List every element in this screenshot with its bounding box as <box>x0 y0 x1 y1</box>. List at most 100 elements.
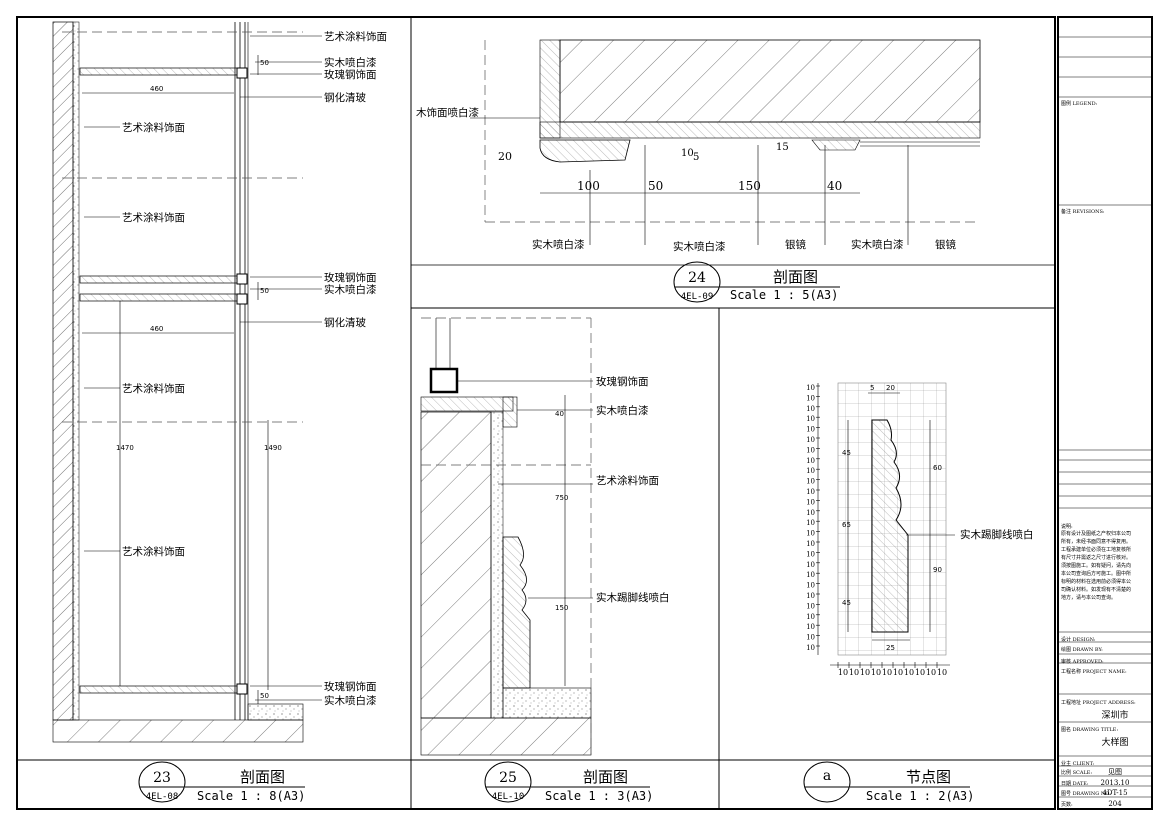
v24-bottom-label-4: 实木喷白漆 <box>851 238 904 251</box>
v23-label-3: 玫瑰钢饰面 <box>324 68 377 81</box>
v23-inner-label-1: 艺术涂料饰面 <box>122 121 185 134</box>
va-inner-dim-1: 45 <box>842 449 851 457</box>
va-left-dim: 10 <box>806 394 815 402</box>
va-left-dim: 10 <box>806 478 815 486</box>
title-block-value: 4DT-15 <box>1102 789 1127 797</box>
v23-dim-1: 50 <box>260 59 269 67</box>
v23-inner-label-2: 艺术涂料饰面 <box>122 211 185 224</box>
va-left-dim: 10 <box>806 592 815 600</box>
view-23 <box>52 21 322 743</box>
v23-inner-label-3: 艺术涂料饰面 <box>122 382 185 395</box>
v25-dim-1: 40 <box>555 410 564 418</box>
v23-label-5: 玫瑰钢饰面 <box>324 271 377 284</box>
title-24-name: 剖面图 <box>773 268 818 286</box>
view-24 <box>470 39 981 245</box>
va-bottom-dim: 10 <box>871 668 881 677</box>
v24-dim-3: 150 <box>738 179 761 193</box>
va-bottom-dim: 10 <box>860 668 870 677</box>
v24-bottom-label-1: 实木喷白漆 <box>532 238 585 251</box>
va-left-dim: 10 <box>806 540 815 548</box>
title-23-ref: 4EL-08 <box>146 792 179 802</box>
title-a-num: a <box>823 768 831 784</box>
v24-bottom-label-5: 银镜 <box>935 238 956 251</box>
title-block-value: 大样图 <box>1101 736 1128 748</box>
v24-bottom-label-3: 银镜 <box>785 238 806 251</box>
v25-label-3: 艺术涂料饰面 <box>596 474 659 487</box>
title-block-label: 业主 CLIENT: <box>1061 760 1095 767</box>
title-block-label: 设计 DESIGN: <box>1061 636 1096 643</box>
title-block-value: 深圳市 <box>1101 709 1128 721</box>
v23-label-8: 玫瑰钢饰面 <box>324 680 377 693</box>
title-block-note-line: 有尺寸并需返之尺寸进行核对。 <box>1061 554 1131 561</box>
title-a-name: 节点图 <box>906 768 951 786</box>
title-block-note-line: 原有设计及图纸之产权归本公司 <box>1061 530 1131 537</box>
va-label: 实木踢脚线喷白 <box>960 528 1034 541</box>
va-left-dim: 10 <box>806 561 815 569</box>
va-left-dim: 10 <box>806 436 815 444</box>
va-left-dim: 10 <box>806 457 815 465</box>
title-block-label: 图名 DRAWING TITLE: <box>1061 726 1118 733</box>
title-25-scale: Scale 1 : 3(A3) <box>545 789 653 803</box>
v23-label-7: 钢化清玻 <box>324 316 366 329</box>
v23-dim-7: 50 <box>260 692 269 700</box>
title-block-label: 说明: <box>1061 523 1073 530</box>
v24-dim-8: 15 <box>776 142 789 153</box>
title-block-label: 比例 SCALE: <box>1061 769 1092 776</box>
va-left-dim: 10 <box>806 488 815 496</box>
v23-dim-2: 460 <box>150 85 163 93</box>
v24-dim-5: 20 <box>498 150 512 163</box>
v23-label-4: 钢化清玻 <box>324 91 366 104</box>
va-inner-dim-2: 65 <box>842 521 851 529</box>
title-block-note-line: 须按图施工。如有疑问，请先向 <box>1061 562 1131 569</box>
title-24-num: 24 <box>688 270 706 286</box>
title-block-label: 审核 APPROVED: <box>1061 658 1104 665</box>
v24-dim-1: 100 <box>577 179 600 193</box>
va-left-dim: 10 <box>806 498 815 506</box>
va-bottom-dim: 10 <box>904 668 914 677</box>
v23-inner-label-4: 艺术涂料饰面 <box>122 545 185 558</box>
v25-label-1: 玫瑰钢饰面 <box>596 375 649 388</box>
va-left-dim: 10 <box>806 509 815 517</box>
view-25 <box>420 317 593 756</box>
title-24-ref: 4EL-09 <box>681 292 714 302</box>
v23-label-2: 实木喷白漆 <box>324 56 377 69</box>
v24-dim-6: 10 <box>681 148 694 159</box>
title-23-num: 23 <box>153 770 171 786</box>
title-24: 24 4EL-09 剖面图 Scale 1 : 5(A3) <box>673 261 840 303</box>
title-block-value: 见图 <box>1108 768 1122 776</box>
v23-label-9: 实木喷白漆 <box>324 694 377 707</box>
title-block-note-line: 司确认材料。如发现有不清楚的 <box>1061 586 1131 593</box>
view-a <box>817 382 955 666</box>
va-left-dim: 10 <box>806 613 815 621</box>
va-inner-dim-6: 25 <box>886 644 895 652</box>
title-block-note-line: 地方，请与本公司查询。 <box>1061 594 1116 601</box>
title-block-label: 日期 DATE: <box>1061 781 1089 787</box>
title-block-label: 工程地址 PROJECT ADDRESS: <box>1061 699 1136 706</box>
v25-label-4: 实木踢脚线喷白 <box>596 591 670 604</box>
va-left-dim: 10 <box>806 446 815 454</box>
v24-dim-4: 40 <box>827 179 842 193</box>
title-25-num: 25 <box>499 770 517 786</box>
va-left-dim: 10 <box>806 644 815 652</box>
va-left-dim: 10 <box>806 623 815 631</box>
v23-dim-5: 1470 <box>116 444 134 452</box>
title-a-scale: Scale 1 : 2(A3) <box>866 789 974 803</box>
title-block-note-line: 所有，未经书面同意不得复用。 <box>1061 538 1131 545</box>
title-25: 25 4EL-10 剖面图 Scale 1 : 3(A3) <box>484 761 653 803</box>
va-bottom-dim: 10 <box>882 668 892 677</box>
v24-dim-2: 50 <box>648 179 663 193</box>
va-left-dim: 10 <box>806 530 815 538</box>
va-left-dim: 10 <box>806 405 815 413</box>
va-left-dim: 10 <box>806 602 815 610</box>
va-left-dim: 10 <box>806 550 815 558</box>
va-bottom-dim: 10 <box>926 668 936 677</box>
title-block-note-line: 本公司查询后方可施工。图中所 <box>1061 570 1131 577</box>
va-bottom-dim: 10 <box>915 668 925 677</box>
title-23: 23 4EL-08 剖面图 Scale 1 : 8(A3) <box>138 761 305 803</box>
va-left-dim: 10 <box>806 415 815 423</box>
title-block-note-line: 工程承建单位必须在工地复核所 <box>1061 546 1131 553</box>
title-23-name: 剖面图 <box>240 768 285 786</box>
v23-dim-4: 460 <box>150 325 163 333</box>
